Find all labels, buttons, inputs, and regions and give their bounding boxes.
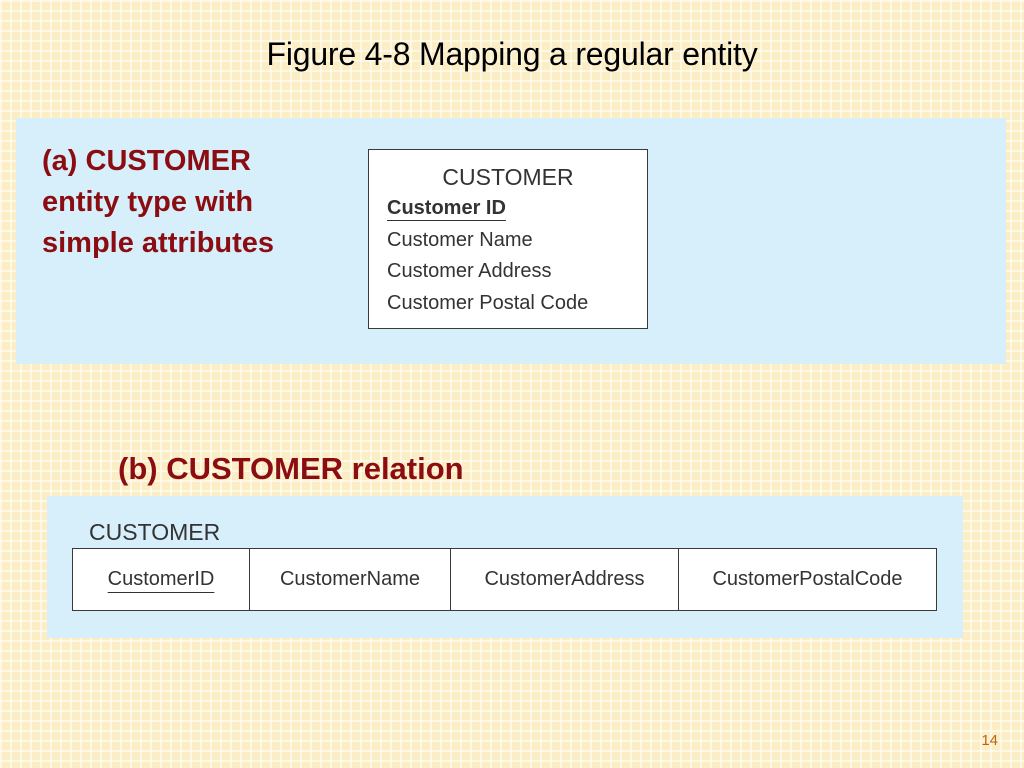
relation-column-label: CustomerID [107,568,215,590]
page-number: 14 [981,732,998,749]
relation-column-label: CustomerAddress [484,568,645,590]
entity-attribute: Customer Name [387,229,533,251]
entity-customer-box: CUSTOMER Customer ID Customer Name Custo… [368,149,648,329]
slide-title: Figure 4-8 Mapping a regular entity [266,36,758,72]
relation-customer-table: CustomerID CustomerName CustomerAddress … [72,548,937,611]
entity-attribute: Customer Postal Code [387,292,589,314]
relation-column-key: CustomerID [73,549,250,610]
entity-attribute: Customer Address [387,260,552,282]
caption-relation: (b) CUSTOMER relation [118,451,464,486]
relation-column: CustomerPostalCode [679,549,936,610]
entity-name: CUSTOMER [442,164,574,190]
relation-column-label: CustomerName [279,568,421,590]
caption-entity-type: (a) CUSTOMER entity type with simple att… [42,145,275,259]
relation-name: CUSTOMER [89,519,221,545]
relation-column: CustomerName [250,549,451,610]
relation-column-label: CustomerPostalCode [712,568,903,590]
entity-attribute-key: Customer ID [387,197,506,219]
relation-column: CustomerAddress [451,549,679,610]
